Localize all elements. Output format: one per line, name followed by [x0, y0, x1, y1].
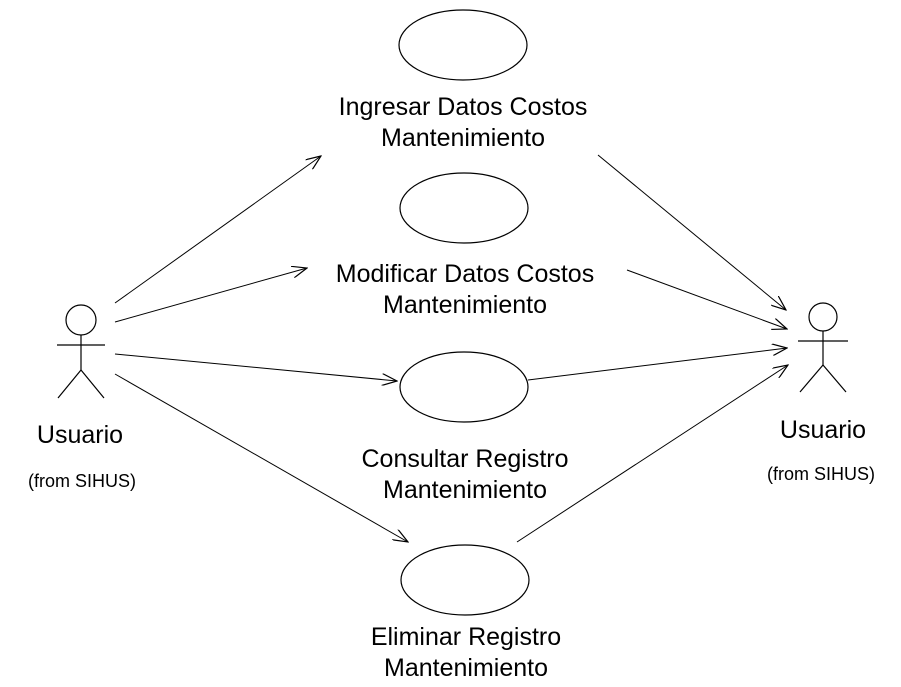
use-case-label-line2: Mantenimiento: [383, 476, 547, 505]
use-case-label-line1: Modificar Datos Costos: [335, 260, 595, 288]
actor-from-left: (from SIHUS): [28, 471, 136, 491]
association-arrow-left-consultar: [114, 353, 397, 381]
association-arrow-left-ingresar: [114, 156, 321, 304]
association-arrow-left-modificar: [114, 268, 307, 323]
use-case-label-line1: Consultar Registro: [361, 445, 569, 473]
actor-figure-right[interactable]: [798, 302, 848, 393]
use-case-label-line1: Eliminar Registro: [370, 623, 562, 651]
use-case-label-eliminar: Eliminar Registro Mantenimiento: [326, 622, 606, 685]
use-case-label-line2: Mantenimiento: [383, 291, 547, 320]
actor-left-leg: [799, 364, 824, 393]
actor-figure-left[interactable]: [57, 304, 105, 399]
use-case-label-line2: Mantenimiento: [381, 124, 545, 153]
use-case-label-consultar: Consultar Registro Mantenimiento: [325, 444, 605, 507]
actor-head: [65, 304, 97, 336]
actor-name-right: Usuario: [779, 416, 867, 444]
association-arrow-eliminar-right: [516, 365, 788, 543]
actor-right-leg: [822, 364, 847, 393]
use-case-ellipse-eliminar[interactable]: [400, 544, 530, 616]
association-arrow-consultar-right: [527, 348, 787, 381]
association-arrow-modificar-right: [626, 269, 787, 329]
actor-head: [808, 302, 838, 332]
use-case-label-line1: Ingresar Datos Costos: [338, 93, 588, 121]
actor-from-right: (from SIHUS): [767, 464, 875, 484]
use-case-ellipse-ingresar[interactable]: [398, 9, 528, 81]
actor-name-left: Usuario: [36, 421, 124, 449]
use-case-ellipse-consultar[interactable]: [399, 351, 529, 423]
association-arrow-ingresar-right: [597, 154, 786, 310]
use-case-ellipse-modificar[interactable]: [399, 172, 529, 244]
association-arrow-left-eliminar: [114, 373, 408, 542]
actor-right-leg: [80, 369, 105, 399]
actor-left-leg: [57, 369, 82, 399]
use-case-label-line2: Mantenimiento: [384, 654, 548, 683]
use-case-label-ingresar: Ingresar Datos Costos Mantenimiento: [301, 92, 625, 155]
use-case-label-modificar: Modificar Datos Costos Mantenimiento: [300, 259, 630, 322]
